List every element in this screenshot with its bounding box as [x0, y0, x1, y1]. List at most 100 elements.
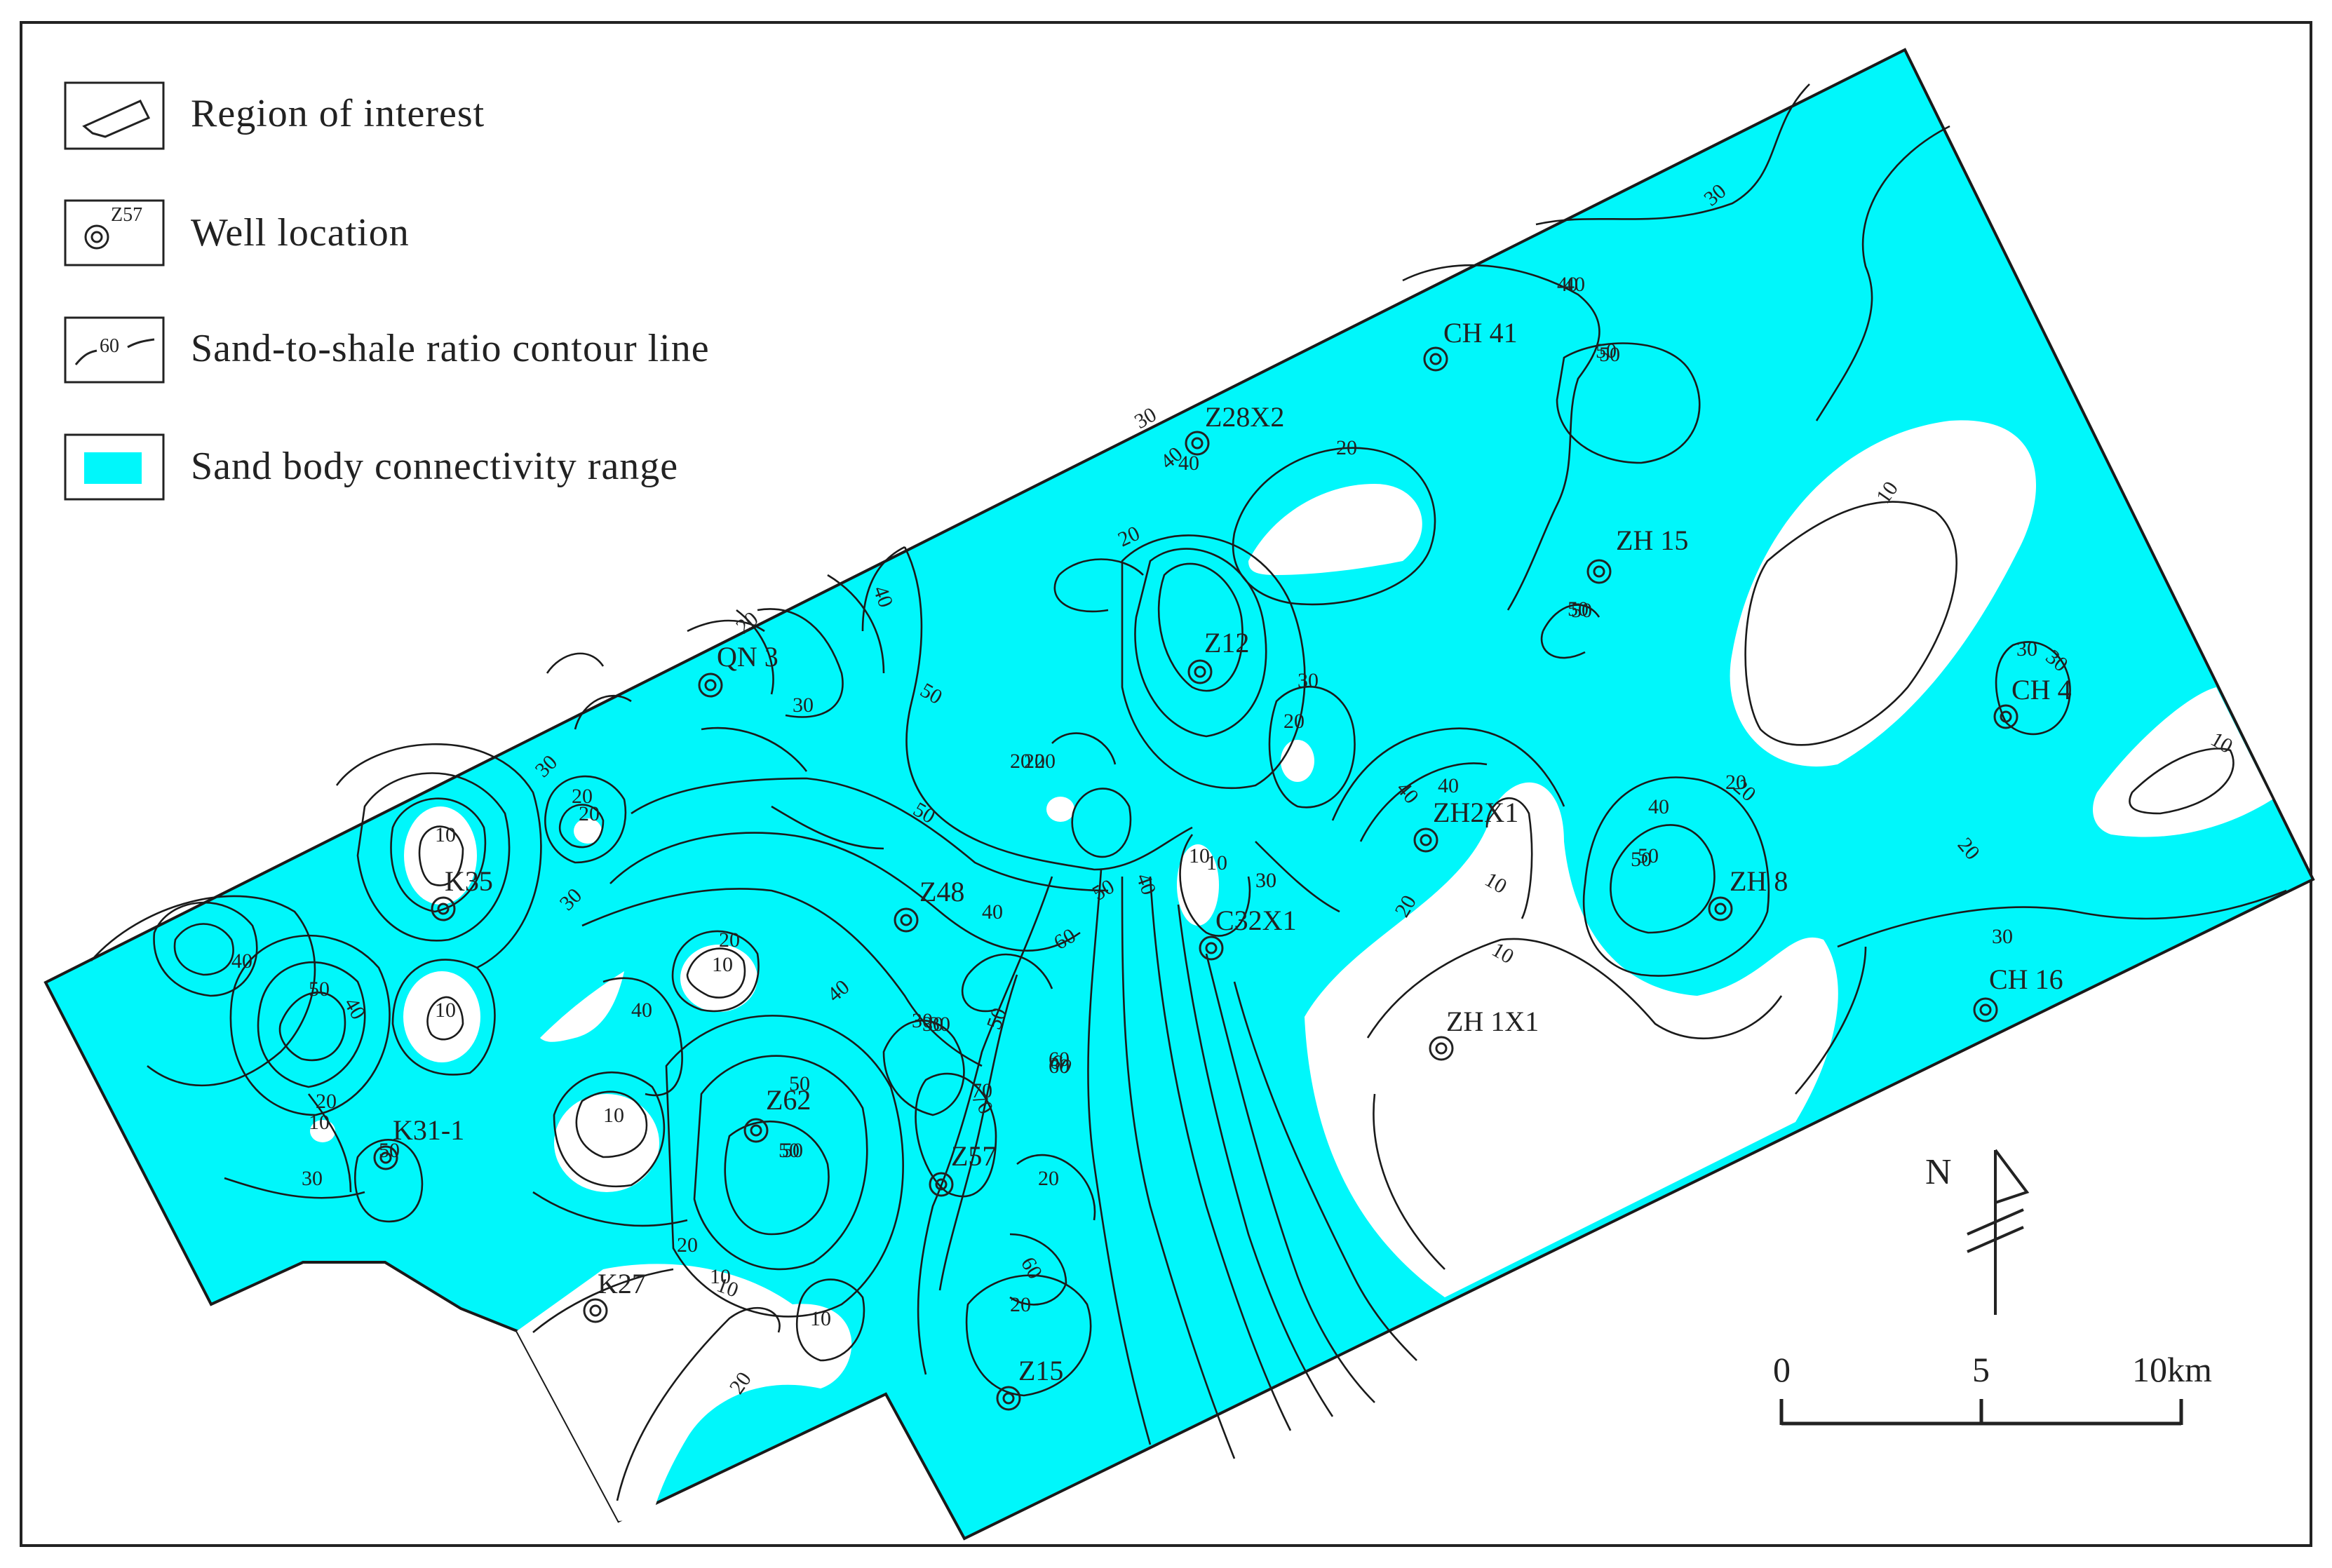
contour-label: 50 [1631, 848, 1652, 871]
white-area-zh1x1 [1305, 782, 1838, 1297]
contour-label: 30 [1298, 669, 1319, 692]
legend-item-region: Region of interest [64, 81, 485, 150]
sand-fill-icon [84, 452, 142, 484]
contour-label: 30 [1255, 869, 1276, 892]
legend-label-sand: Sand body connectivity range [191, 445, 678, 488]
contour-label: 20 [1010, 750, 1031, 773]
contour-label: 20 [1024, 750, 1045, 773]
contour-label: 50 [1571, 599, 1592, 622]
well-marker-ch16[interactable]: CH 16 [1973, 964, 2063, 1022]
scale-tick-0: 0 [1773, 1350, 1791, 1389]
north-arrow: N [1925, 1149, 2030, 1315]
scale-bar: 0 5 10km [1773, 1350, 2212, 1426]
contour-label: 40 [982, 900, 1003, 924]
well-marker-z62[interactable]: Z62 [743, 1084, 811, 1143]
well-marker-k31[interactable]: K31-1 [373, 1114, 464, 1170]
contour-label: 40 [231, 949, 252, 973]
well-marker-z57[interactable]: Z57 [929, 1140, 996, 1197]
well-marker-zh1x1[interactable]: ZH 1X1 [1429, 1006, 1539, 1061]
well-label: CH 16 [1989, 964, 2063, 995]
white-area-z12 [1281, 740, 1314, 782]
white-area-k35 [404, 806, 477, 905]
well-label: Z48 [919, 876, 964, 907]
contour-label: 50 [1638, 844, 1659, 867]
well-marker-z15[interactable]: Z15 [996, 1355, 1063, 1411]
legend: Region of interest Z57 Well location 60 … [64, 81, 709, 501]
well-label: K27 [598, 1268, 646, 1299]
contour-label: 20 [719, 928, 740, 952]
white-area-k35-south [403, 971, 480, 1062]
well-label: Z15 [1018, 1355, 1063, 1386]
white-area-qn3-south [680, 945, 757, 1012]
region-outline-icon [82, 100, 151, 138]
contour-label: 40 [1564, 273, 1585, 296]
white-area-east-lens [1730, 420, 2037, 767]
well-label: K35 [445, 865, 493, 897]
contour-label: 20 [1010, 1293, 1031, 1316]
well-marker-z48[interactable]: Z48 [894, 876, 964, 933]
contour-lines [90, 83, 2287, 1501]
contour-label: 20 [677, 1234, 698, 1257]
contour-label: 30 [929, 1013, 950, 1036]
well-marker-zh2x1[interactable]: ZH2X1 [1413, 797, 1518, 853]
legend-swatch-well [64, 199, 165, 266]
contour-label: 30 [912, 1009, 933, 1032]
map-frame [20, 21, 2312, 1547]
contour-label: 50 [309, 978, 330, 1001]
white-area-small-3 [574, 818, 602, 844]
well-label: CH 41 [1443, 317, 1518, 349]
well-marker-qn3[interactable]: QN 3 [698, 641, 779, 698]
contour-label: 30 [1255, 869, 1276, 892]
well-marker-z28x2[interactable]: Z28X2 [1185, 401, 1284, 456]
contour-label: 20 [1725, 771, 1746, 794]
contour-label: 10 [1189, 844, 1210, 867]
contour-label: 50 [782, 1139, 803, 1162]
well-label: Z28X2 [1205, 401, 1284, 433]
contour-label: 60 [1049, 1048, 1070, 1071]
contour-label: 30 [2016, 637, 2037, 661]
well-label: ZH2X1 [1433, 797, 1518, 828]
contour-label: 20 [1038, 1167, 1059, 1190]
contour-label: 40 [1648, 795, 1669, 818]
contour-label: 50 [779, 1139, 800, 1162]
north-arrow-icon [1994, 1149, 2030, 1204]
contour-label: 20 [1283, 710, 1305, 733]
legend-label-region: Region of interest [191, 92, 485, 135]
well-marker-zh15[interactable]: ZH 15 [1586, 525, 1688, 584]
contour-label: 10 [435, 999, 456, 1022]
contour-label: 10 [810, 1307, 831, 1330]
well-marker-ch4[interactable]: CH 4 [1993, 674, 2072, 729]
legend-well-sample: Z57 [111, 204, 142, 226]
non-connected-areas [310, 420, 2272, 1521]
contour-line-icon-right [127, 338, 155, 349]
legend-item-well: Z57 Well location [64, 199, 409, 266]
wells: Z28X2 CH 41 ZH 15 QN 3 Z12 CH 4 ZH2X1 K3… [373, 317, 2072, 1411]
well-marker-z12[interactable]: Z12 [1187, 627, 1249, 684]
contour-label: 10 [712, 953, 733, 976]
scale-tick-10: 10km [2132, 1350, 2212, 1389]
white-area-c32x1 [1177, 844, 1219, 926]
white-area-wedge [540, 971, 624, 1042]
white-area-ch4-east [2093, 687, 2272, 837]
contour-label: 10 [1206, 851, 1227, 874]
contour-label: 10 [710, 1265, 731, 1288]
well-marker-k27[interactable]: K27 [583, 1268, 646, 1323]
well-label: Z57 [951, 1140, 996, 1172]
well-label: ZH 1X1 [1446, 1006, 1539, 1037]
well-marker-k35[interactable]: K35 [431, 865, 493, 921]
well-marker-zh8[interactable]: ZH 8 [1708, 865, 1788, 921]
contour-label: 20 [316, 1090, 337, 1113]
well-marker-c32x1[interactable]: C32X1 [1199, 905, 1297, 961]
contour-label: 30 [922, 1013, 943, 1036]
contour-line-icon [74, 349, 97, 365]
contour-label: 20 [1034, 750, 1056, 773]
well-label: QN 3 [717, 641, 779, 673]
contour-label: 30 [302, 1167, 323, 1190]
contour-label: 50 [1596, 339, 1617, 363]
contour-label: 40 [1557, 273, 1578, 296]
contour-label: 60 [1049, 1055, 1070, 1078]
contour-label: 40 [1438, 774, 1459, 797]
well-marker-ch41[interactable]: CH 41 [1423, 317, 1518, 372]
contour-label: 30 [1992, 925, 2013, 948]
